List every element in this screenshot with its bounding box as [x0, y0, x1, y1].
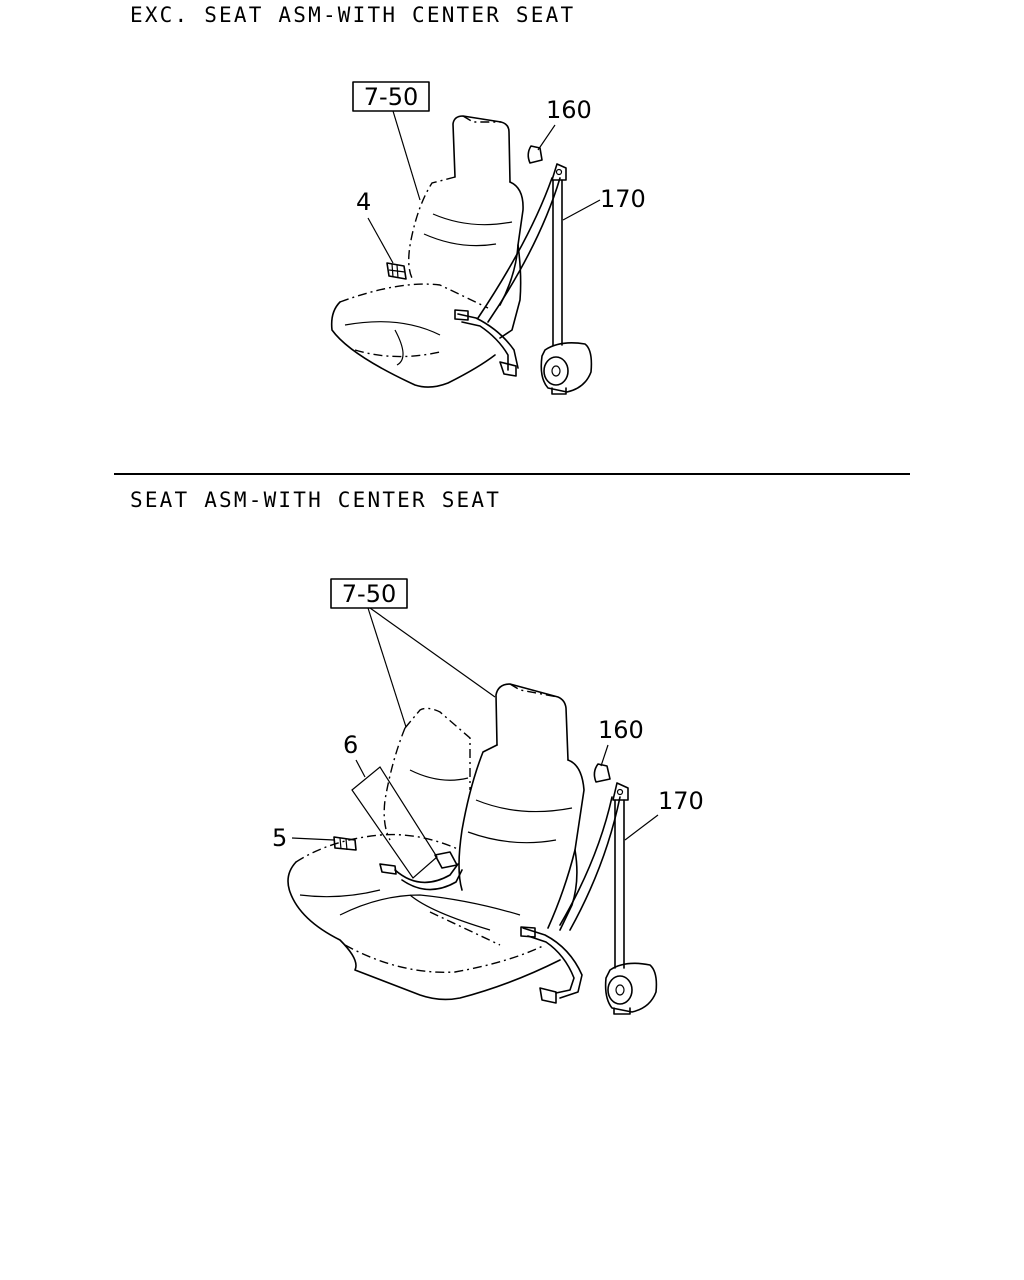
belt-lap-bottom — [522, 927, 583, 999]
label-170-bottom: 170 — [658, 787, 704, 815]
retractor-bottom — [604, 962, 658, 1013]
buckle-5 — [333, 836, 357, 851]
d-ring-bottom — [612, 782, 629, 801]
leader-7-50 — [392, 110, 421, 201]
buckle-4 — [386, 262, 407, 280]
label-box-7-50 — [352, 81, 430, 112]
seat-back-outline — [408, 176, 456, 279]
section-1-title: EXC. SEAT ASM-WITH CENTER SEAT — [130, 3, 576, 27]
anchor-cover-160-bottom — [593, 763, 611, 783]
leader-170-top — [562, 199, 601, 221]
figure-2-bench-seat: 7-50 6 5 — [272, 578, 704, 1015]
label-box-7-50-bottom — [330, 578, 408, 609]
belt-diagonal-bottom — [559, 796, 613, 926]
center-belt-6-callout — [351, 766, 438, 879]
seat-cushion-outline — [339, 283, 489, 309]
label-4: 4 — [356, 188, 371, 216]
center-lap-belt — [394, 863, 459, 884]
label-160-top: 160 — [546, 96, 592, 124]
tongue-plate-bottom — [520, 926, 536, 938]
floor-anchor — [499, 361, 517, 377]
floor-anchor-bottom — [539, 987, 557, 1004]
leader-5 — [291, 837, 335, 841]
label-160-bottom: 160 — [598, 716, 644, 744]
anchor-cover-160 — [527, 145, 543, 164]
d-ring — [551, 163, 567, 181]
headrest-bottom — [495, 683, 569, 761]
section-2-title: SEAT ASM-WITH CENTER SEAT — [130, 488, 502, 512]
leader-160-bottom — [600, 744, 609, 767]
leader-160-top — [537, 124, 556, 151]
label-7-50-bottom: 7-50 — [342, 580, 396, 608]
leader-170-bottom — [624, 814, 659, 841]
retractor-top — [540, 342, 593, 393]
leader-7-50-b — [369, 607, 496, 698]
label-5: 5 — [272, 824, 287, 852]
bench-cushion-outline — [295, 833, 461, 863]
leader-7-50-a — [367, 607, 407, 728]
label-7-50: 7-50 — [364, 83, 418, 111]
leader-6 — [355, 759, 366, 778]
tongue-plate — [454, 309, 469, 321]
headrest — [452, 115, 511, 183]
center-belt-buckle — [434, 851, 458, 869]
belt-diagonal — [477, 177, 553, 319]
section-divider — [114, 473, 910, 475]
center-seat-back — [404, 707, 471, 790]
figure-1-single-seat: 7-50 4 160 — [330, 81, 646, 395]
outer-seat-back — [458, 744, 498, 891]
belt-lap — [457, 313, 519, 369]
label-170-top: 170 — [600, 185, 646, 213]
leader-4 — [367, 217, 394, 264]
label-6: 6 — [343, 731, 358, 759]
